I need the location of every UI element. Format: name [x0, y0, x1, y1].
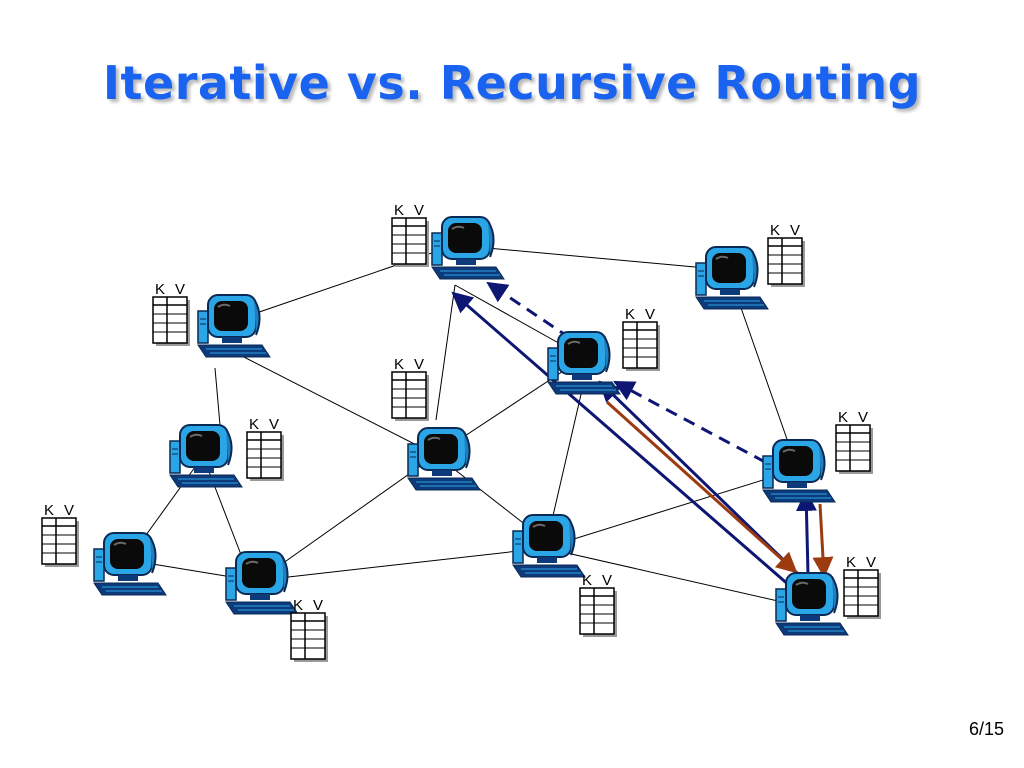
kv-table-icon: K V [152, 281, 191, 347]
page-number: 6/15 [968, 719, 1004, 739]
link [214, 367, 221, 426]
kv-table-icon: K V [835, 409, 874, 475]
kv-key-label: K [155, 281, 165, 298]
link [544, 469, 796, 549]
kv-table-icon: K V [767, 222, 806, 288]
iterative-query-arrow [795, 489, 817, 575]
iterative-query-arrow [598, 380, 800, 576]
kv-value-label: V [313, 597, 323, 614]
link [229, 349, 437, 456]
link [544, 547, 801, 607]
iterative-response-arrow [613, 380, 766, 464]
kv-value-label: V [175, 281, 185, 298]
kv-value-label: V [64, 502, 74, 519]
kv-key-label: K [293, 597, 303, 614]
kv-value-label: V [866, 554, 876, 571]
link [551, 389, 583, 521]
kv-table-icon: K V [290, 597, 329, 663]
computer-icon [169, 424, 243, 488]
kv-key-label: K [394, 202, 404, 219]
kv-table-icon: K V [391, 202, 430, 268]
kv-key-label: K [846, 554, 856, 571]
computer-icon [93, 532, 167, 596]
kv-value-label: V [645, 306, 655, 323]
recursive-arrow [605, 400, 798, 574]
computer-icon [512, 514, 586, 578]
recursive-arrow [812, 503, 834, 579]
kv-key-label: K [770, 222, 780, 239]
kv-table-icon: K V [246, 416, 285, 482]
slide-title: Iterative vs. Recursive Routing [102, 56, 922, 110]
link [261, 454, 437, 579]
kv-value-label: V [790, 222, 800, 239]
kv-key-label: K [582, 572, 592, 589]
computer-icon [762, 439, 836, 503]
kv-value-label: V [858, 409, 868, 426]
computer-icon [695, 246, 769, 310]
iterative-query-arrow [451, 291, 791, 588]
kv-table-icon: K V [41, 502, 80, 568]
kv-table-icon: K V [391, 356, 430, 422]
kv-table-icon: K V [579, 572, 618, 638]
iterative-routing-arrows [451, 281, 817, 588]
link [454, 244, 729, 271]
computer-icon [547, 331, 621, 395]
link [435, 284, 456, 421]
kv-key-label: K [838, 409, 848, 426]
kv-table-icon: K V [843, 554, 882, 620]
kv-table-icon: K V [622, 306, 661, 372]
kv-value-label: V [602, 572, 612, 589]
kv-value-label: V [414, 202, 424, 219]
computer-icon [197, 294, 271, 358]
computers [93, 216, 849, 636]
link [261, 547, 546, 581]
computer-icon [225, 551, 299, 615]
kv-tables: K V K V K V K V K V K V K [41, 202, 882, 663]
computer-icon [775, 572, 849, 636]
link [739, 304, 796, 463]
recursive-routing-arrows [605, 400, 834, 579]
kv-key-label: K [44, 502, 54, 519]
iterative-response-arrow [486, 281, 571, 340]
computer-icon [407, 427, 481, 491]
computer-icon [431, 216, 505, 280]
kv-key-label: K [394, 356, 404, 373]
kv-value-label: V [269, 416, 279, 433]
kv-key-label: K [625, 306, 635, 323]
kv-value-label: V [414, 356, 424, 373]
kv-key-label: K [249, 416, 259, 433]
